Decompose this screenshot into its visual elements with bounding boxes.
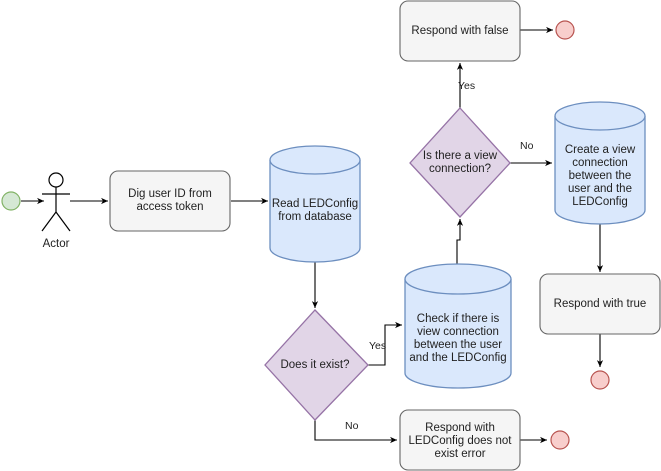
end-event-true (590, 370, 610, 390)
database-read-ledconfig (269, 145, 361, 263)
is-there-view-connection-label: Is there a view connection? (422, 150, 498, 175)
edge-label-conn-yes: Yes (458, 80, 476, 92)
decision-does-it-exist (264, 309, 369, 421)
process-respond-true (539, 273, 661, 335)
edge-exist-no-to-error (314, 420, 397, 444)
process-respond-false (399, 0, 521, 62)
edge-exist-yes-to-check (368, 321, 402, 366)
end-event-error (550, 430, 570, 450)
edge-label-exist-yes: Yes (369, 340, 387, 352)
process-dig-user-id (109, 170, 231, 232)
dig-user-id-label: Dig user ID from access token (128, 188, 212, 213)
respond-error-label: Respond with LEDConfig does not exist er… (408, 421, 512, 460)
create-view-connection-label: Create a view connection between the use… (564, 143, 636, 208)
actor-icon (41, 172, 71, 232)
edge-label-exist-no: No (345, 420, 359, 432)
respond-true-label: Respond with true (553, 297, 647, 310)
read-ledconfig-label: Read LEDConfig from database (271, 198, 359, 223)
does-it-exist-label: Does it exist? (280, 358, 350, 371)
end-event-false (555, 20, 575, 40)
edge-label-conn-no: No (520, 140, 534, 152)
respond-false-label: Respond with false (411, 24, 509, 37)
process-respond-error (399, 409, 521, 471)
edge-check-to-conn (456, 219, 464, 264)
start-event (1, 191, 21, 211)
database-check-view-connection (404, 263, 512, 389)
database-create-view-connection (554, 101, 646, 225)
actor-label: Actor (42, 237, 70, 250)
check-view-connection-label: Check if there is view connection betwee… (409, 313, 507, 364)
decision-is-there-view-connection (409, 107, 511, 218)
